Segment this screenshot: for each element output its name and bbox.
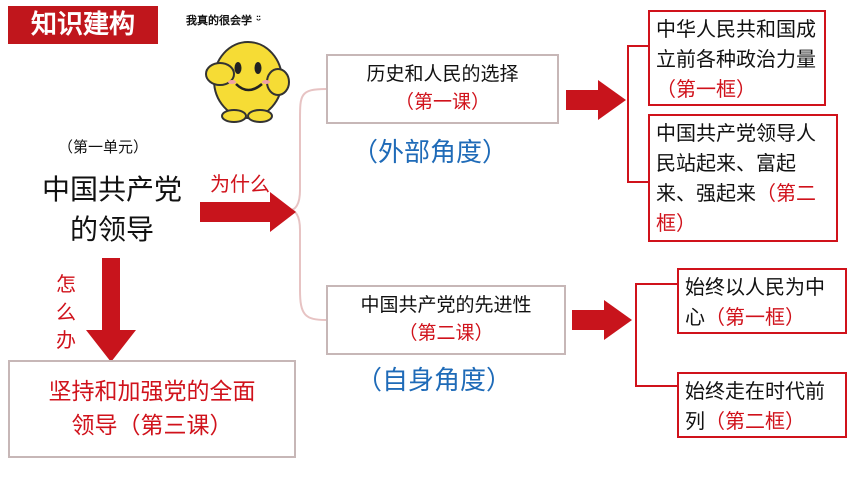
frame-box-2-text: 中国共产党领导人民站起来、富起来、强起来	[656, 121, 816, 205]
why-arrow	[200, 192, 296, 232]
frame-box-2-label: （第二框）	[656, 181, 816, 235]
how-label-char-2: 么	[56, 300, 76, 324]
arrow-to-right-1	[566, 80, 626, 120]
how-label-char-3: 办	[56, 328, 76, 352]
right-bracket-top	[627, 45, 648, 183]
how-label: 怎 么 办	[56, 270, 80, 354]
why-label: 为什么	[210, 172, 270, 196]
frame-box-2: 中国共产党领导人民站起来、富起来、强起来（第二框）	[648, 114, 838, 242]
frame-box-4-label: （第二框）	[705, 409, 805, 433]
lesson-one-label: （第一课）	[394, 91, 490, 113]
lesson-three-box: 坚持和加强党的全面 领导（第三课）	[8, 360, 296, 458]
lesson-three-line2: 领导（第三课）	[71, 413, 233, 439]
lesson-one-title: 历史和人民的选择	[366, 63, 519, 85]
how-label-char-1: 怎	[56, 272, 76, 296]
mascot-caption: 我真的很会学 ᵕ̈	[186, 14, 262, 27]
external-angle-label: （外部角度）	[352, 138, 509, 168]
frame-box-3: 始终以人民为中心（第一框）	[677, 268, 847, 334]
internal-angle-label: （自身角度）	[356, 366, 513, 396]
lesson-two-box: 中国共产党的先进性 （第二课）	[326, 285, 566, 355]
frame-box-1: 中华人民共和国成立前各种政治力量 （第一框）	[648, 10, 826, 106]
arrow-to-right-2	[572, 300, 632, 340]
right-bracket-bottom	[635, 283, 677, 387]
main-topic: 中国共产党 的领导	[12, 170, 212, 250]
frame-box-4: 始终走在时代前列（第二框）	[677, 372, 847, 438]
lesson-two-label: （第二课）	[398, 322, 494, 344]
main-topic-line1: 中国共产党	[41, 173, 182, 206]
lesson-two-title: 中国共产党的先进性	[360, 294, 532, 316]
frame-box-3-label: （第一框）	[705, 305, 805, 329]
main-topic-line2: 的领导	[69, 213, 154, 246]
unit-label: （第一单元）	[58, 138, 149, 156]
how-arrow	[86, 258, 136, 362]
lesson-one-box: 历史和人民的选择 （第一课）	[326, 54, 559, 124]
mascot-image	[205, 41, 290, 123]
frame-box-4-text: 始终走在时代前列	[685, 379, 825, 433]
frame-box-1-text: 中华人民共和国成立前各种政治力量	[656, 17, 816, 71]
page-title: 知识建构	[8, 6, 158, 44]
frame-box-3-text: 始终以人民为中心	[685, 275, 825, 329]
lesson-three-line1: 坚持和加强党的全面	[48, 379, 256, 405]
frame-box-1-label: （第一框）	[656, 77, 756, 101]
